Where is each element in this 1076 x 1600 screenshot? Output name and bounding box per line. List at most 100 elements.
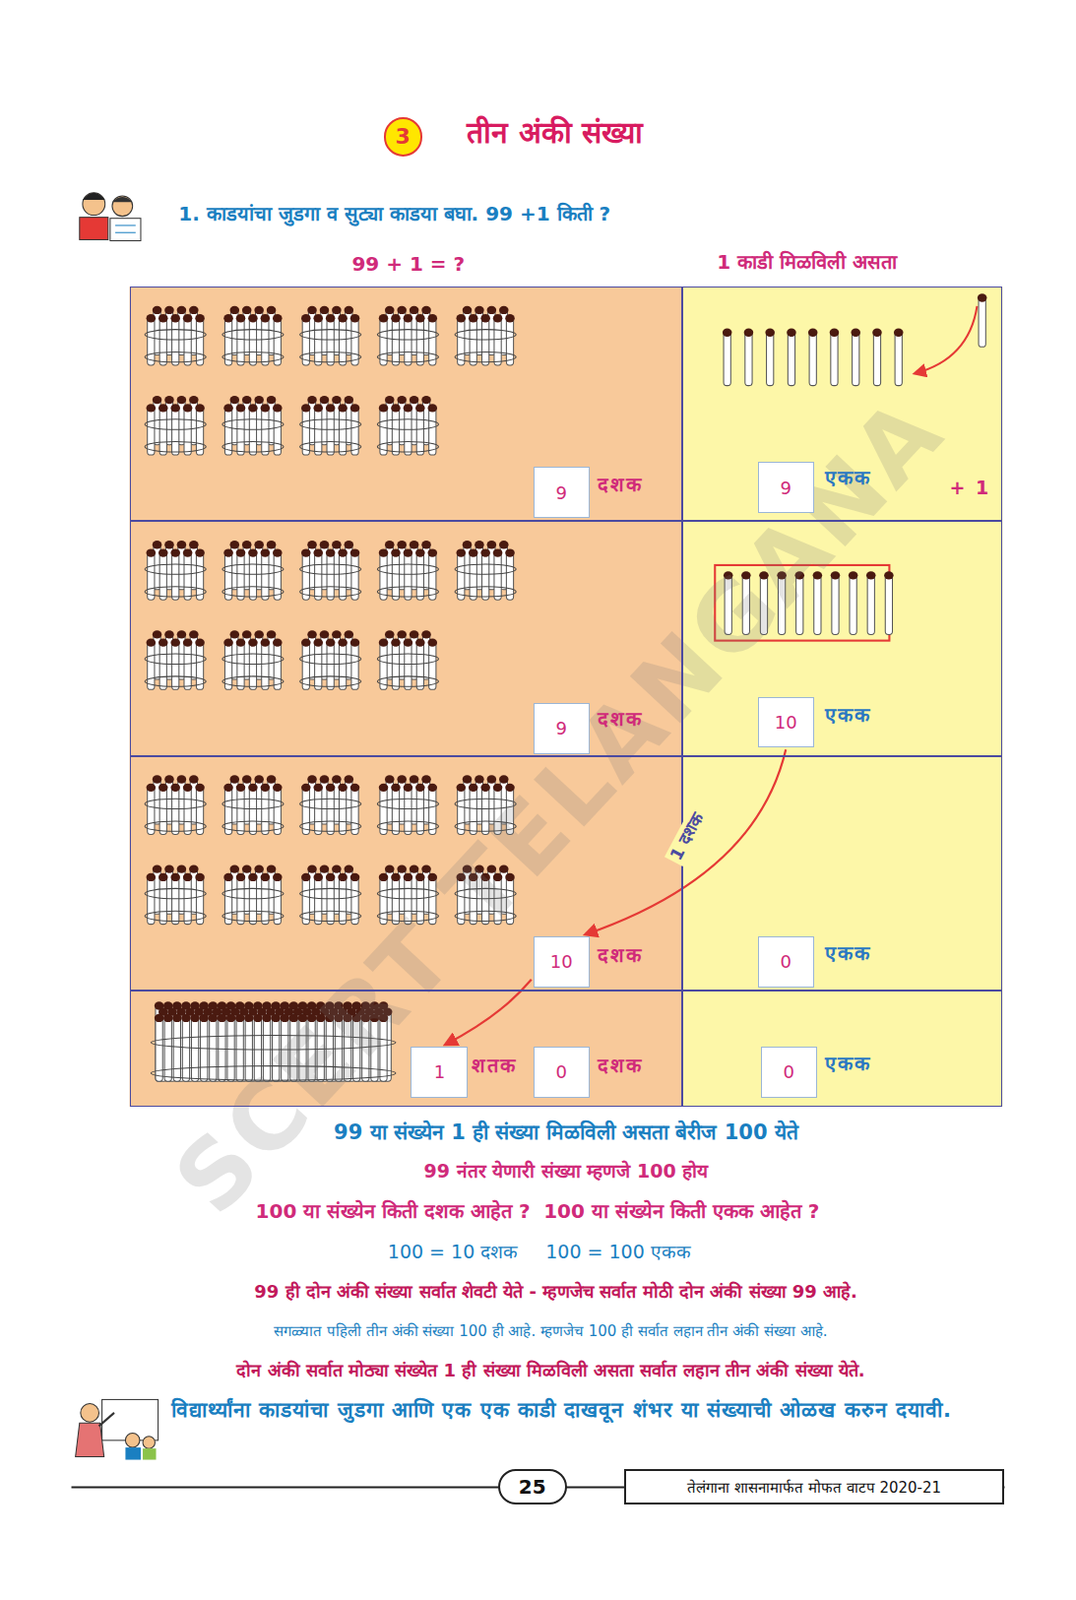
stick bbox=[766, 330, 774, 386]
stick-head bbox=[194, 783, 205, 792]
stick bbox=[159, 316, 167, 366]
node-text: 3 bbox=[395, 124, 411, 149]
stick-head bbox=[301, 638, 312, 647]
stick-head bbox=[170, 638, 181, 647]
stick-head bbox=[505, 314, 515, 322]
cell-label: दशक bbox=[597, 943, 643, 968]
stick-head bbox=[384, 630, 395, 638]
stick-head bbox=[396, 306, 407, 315]
instruction: 1. काडयांचा जुडगा व सुट्या काडया बघा. 99… bbox=[178, 201, 995, 227]
stick bbox=[147, 550, 155, 600]
count-box: 10 bbox=[758, 696, 815, 749]
stick bbox=[155, 1015, 163, 1081]
stick-head bbox=[456, 314, 467, 322]
stick bbox=[237, 316, 245, 366]
stick-head bbox=[170, 403, 181, 412]
stick bbox=[351, 785, 359, 835]
stick-head bbox=[403, 314, 414, 322]
stick bbox=[416, 640, 424, 691]
stick-head bbox=[313, 873, 323, 882]
stick bbox=[172, 875, 180, 925]
bundle-band bbox=[144, 821, 206, 831]
stick bbox=[249, 405, 256, 455]
stick-head bbox=[409, 395, 420, 404]
stick-head bbox=[164, 306, 175, 315]
node-text: 1 bbox=[434, 1061, 445, 1082]
stick-head bbox=[198, 1013, 209, 1022]
chapter-number: 3 bbox=[383, 117, 423, 156]
stick-head bbox=[158, 638, 169, 647]
stick-head bbox=[242, 865, 253, 874]
stick bbox=[224, 405, 232, 455]
stick-head bbox=[158, 314, 169, 322]
stick-head bbox=[236, 783, 247, 792]
stick-head bbox=[260, 548, 271, 557]
node-text: 0 bbox=[783, 1061, 795, 1082]
stick-head bbox=[230, 865, 241, 874]
stick-head bbox=[468, 314, 479, 322]
teacher-icon bbox=[75, 1398, 159, 1459]
stick bbox=[172, 785, 180, 835]
stick-head bbox=[409, 774, 420, 783]
stick-head bbox=[409, 306, 420, 315]
stick-head bbox=[272, 873, 283, 882]
stick-head bbox=[415, 403, 426, 412]
stick-head bbox=[189, 306, 199, 315]
stick-head bbox=[230, 630, 241, 638]
node-text: 9 bbox=[779, 477, 791, 499]
count-box: 1 bbox=[410, 1046, 468, 1098]
stick-head bbox=[253, 865, 264, 874]
stick-head bbox=[152, 540, 163, 549]
stick bbox=[184, 550, 191, 600]
stick bbox=[379, 640, 387, 691]
stick-head bbox=[350, 873, 361, 882]
summary-line: 99 या संख्येन 1 ही संख्या मिळविली असता ब… bbox=[102, 1119, 1031, 1145]
bundle-band bbox=[222, 351, 284, 362]
count-box: 0 bbox=[760, 1046, 818, 1098]
stick bbox=[147, 316, 155, 366]
stick-head bbox=[152, 630, 163, 638]
stick bbox=[391, 640, 399, 691]
cell-label: + 1 bbox=[949, 476, 991, 501]
stick-head bbox=[325, 783, 336, 792]
stick bbox=[315, 785, 322, 835]
stick-head bbox=[487, 540, 498, 549]
node-text: 25 bbox=[518, 1474, 547, 1499]
stick-head bbox=[236, 314, 247, 322]
stick-head bbox=[462, 306, 473, 315]
bundle-band bbox=[144, 564, 206, 574]
bundle-band bbox=[300, 442, 362, 452]
stick bbox=[338, 640, 346, 691]
stick-head bbox=[223, 638, 234, 647]
stick-head bbox=[409, 630, 420, 638]
stick-head bbox=[350, 314, 361, 322]
stick bbox=[249, 875, 256, 925]
page-number: 25 bbox=[498, 1468, 568, 1505]
stick-head bbox=[480, 783, 491, 792]
stick bbox=[302, 550, 310, 600]
stick bbox=[237, 550, 245, 600]
tens-cell: दशक9 bbox=[129, 286, 684, 521]
cell-label: दशक bbox=[597, 1053, 643, 1078]
stick-head bbox=[181, 1013, 191, 1022]
stick bbox=[172, 405, 180, 455]
stick-head bbox=[428, 783, 439, 792]
stick-head bbox=[248, 548, 258, 557]
stick-head bbox=[313, 638, 323, 647]
chapter-title: तीन अंकी संख्या bbox=[466, 114, 643, 152]
stick-head bbox=[893, 328, 904, 337]
summary-line: 100 = 10 दशक bbox=[183, 1240, 518, 1265]
stick bbox=[326, 875, 334, 925]
bundle-band bbox=[300, 586, 362, 597]
stick bbox=[482, 316, 490, 366]
stick bbox=[184, 640, 191, 691]
stick-head bbox=[223, 783, 234, 792]
stick bbox=[338, 316, 346, 366]
stick-head bbox=[194, 403, 205, 412]
stick bbox=[224, 785, 232, 835]
stick-head bbox=[337, 314, 348, 322]
cell-label: दशक bbox=[597, 706, 643, 732]
stick-head bbox=[158, 873, 169, 882]
stick-head bbox=[266, 865, 277, 874]
stick-head bbox=[158, 548, 169, 557]
